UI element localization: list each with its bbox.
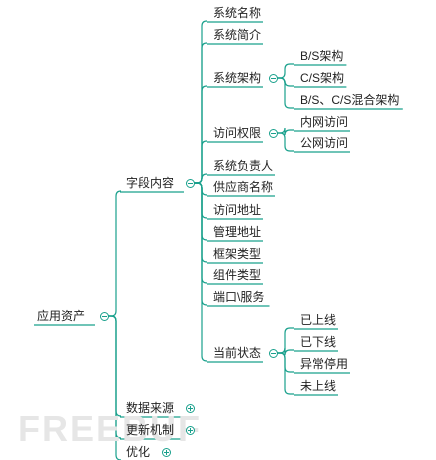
- child-node-3: 访问权限: [213, 126, 262, 140]
- connector-child-2-to-leaf-2: [277, 77, 294, 109]
- branch-toggle-1[interactable]: [185, 403, 195, 413]
- branch-node-3: 优化: [126, 445, 151, 459]
- root-collapse-toggle[interactable]: [99, 311, 109, 321]
- child-toggle-11[interactable]: [268, 348, 278, 358]
- branch-toggle-2[interactable]: [185, 425, 195, 435]
- connector-root-to-branch-1: [108, 315, 122, 417]
- leaf-node-3-0: 内网访问: [300, 115, 349, 129]
- child-node-11: 当前状态: [213, 346, 262, 360]
- child-node-2: 系统架构: [213, 71, 262, 85]
- freebuf-watermark: FREEBUF: [18, 408, 202, 449]
- child-toggle-3[interactable]: [268, 128, 278, 138]
- connector-root-to-branch-0: [108, 190, 122, 317]
- connector-branch-to-child-4: [194, 173, 208, 184]
- child-toggle-2[interactable]: [268, 73, 278, 83]
- branch-node-1: 数据来源: [126, 401, 175, 415]
- root-node: 应用资产: [37, 309, 86, 323]
- connector-branch-to-child-10: [194, 182, 208, 306]
- child-node-1: 系统简介: [213, 28, 262, 42]
- child-node-9: 组件类型: [213, 268, 262, 282]
- leaf-node-2-2: B/S、C/S混合架构: [300, 93, 400, 107]
- connector-branch-to-child-2: [194, 85, 208, 184]
- connector-branch-to-child-0: [194, 20, 208, 184]
- leaf-node-11-3: 未上线: [300, 379, 337, 393]
- branch-node-0: 字段内容: [126, 176, 175, 190]
- connector-child-11-to-leaf-3: [277, 352, 294, 395]
- leaf-node-11-1: 已下线: [300, 335, 337, 349]
- leaf-node-11-2: 异常停用: [300, 357, 349, 371]
- branch-toggle-3[interactable]: [161, 447, 171, 457]
- connector-branch-to-child-6: [194, 182, 208, 219]
- connector-child-2-to-leaf-0: [277, 63, 294, 79]
- leaf-node-11-0: 已上线: [300, 313, 337, 327]
- child-node-5: 供应商名称: [213, 180, 274, 194]
- connector-branch-to-child-9: [194, 182, 208, 284]
- connector-branch-to-child-1: [194, 42, 208, 184]
- child-node-0: 系统名称: [213, 6, 262, 20]
- child-node-7: 管理地址: [213, 225, 262, 239]
- connector-child-3-to-leaf-1: [277, 132, 294, 152]
- leaf-node-2-1: C/S架构: [300, 71, 345, 85]
- connector-branch-to-child-11: [194, 182, 208, 362]
- connector-branch-to-child-7: [194, 182, 208, 241]
- branch-toggle-0[interactable]: [185, 178, 195, 188]
- connector-child-11-to-leaf-1: [277, 347, 294, 356]
- child-node-10: 端口\服务: [213, 290, 265, 304]
- child-node-6: 访问地址: [213, 203, 262, 217]
- leaf-node-2-0: B/S架构: [300, 49, 344, 63]
- branch-node-2: 更新机制: [126, 423, 175, 437]
- connector-child-3-to-leaf-0: [277, 127, 294, 136]
- connector-branch-to-child-3: [194, 140, 208, 184]
- child-node-8: 框架类型: [213, 247, 262, 261]
- child-node-4: 系统负责人: [213, 159, 274, 173]
- leaf-node-3-1: 公网访问: [300, 136, 349, 150]
